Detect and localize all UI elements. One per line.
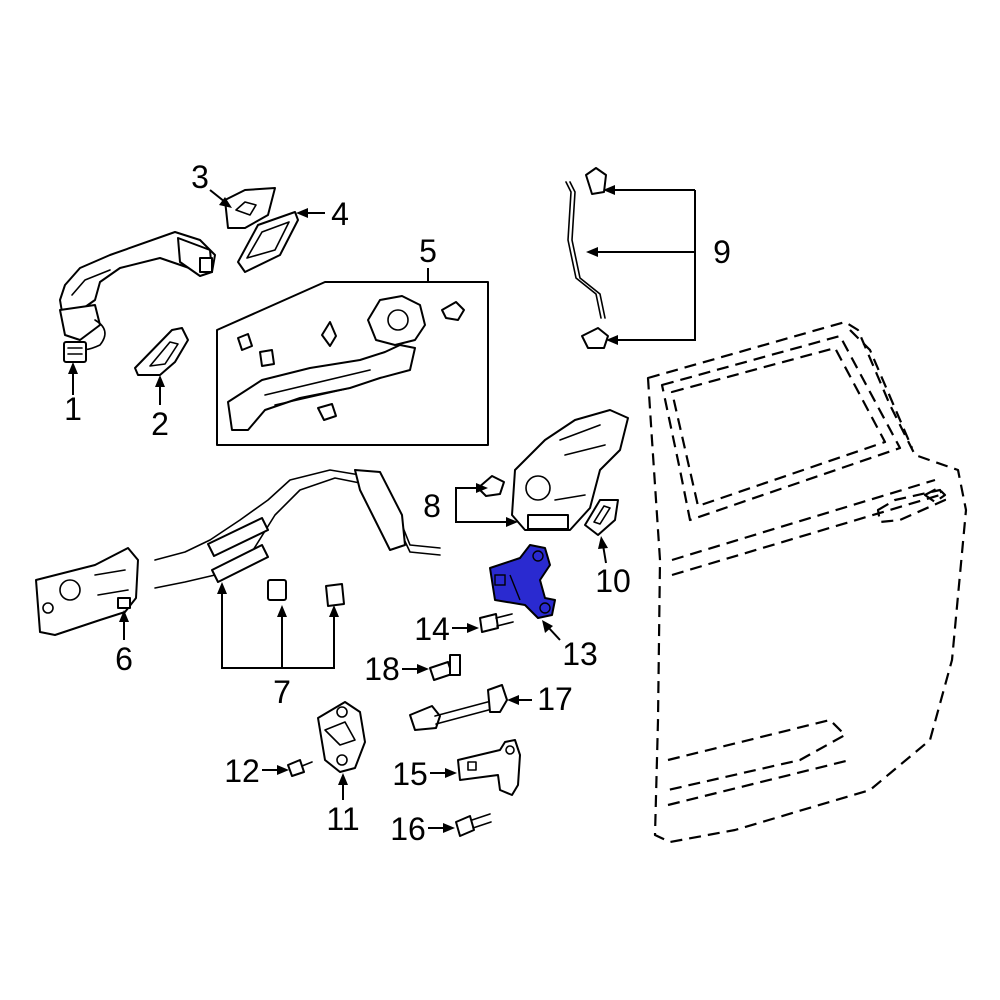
bracket-bolt	[455, 813, 492, 837]
callout-5: 5	[419, 233, 437, 269]
callout-1: 1	[64, 391, 82, 427]
door-lock-actuator	[35, 547, 139, 636]
hinge-bolt	[479, 613, 514, 633]
door-hinge-highlighted	[489, 544, 556, 619]
handle-frame-group	[216, 281, 489, 446]
rear-door-outline	[646, 320, 968, 844]
handle-bezel	[134, 327, 189, 376]
callout-4: 4	[331, 196, 349, 232]
callout-18: 18	[364, 651, 400, 687]
callout-7: 7	[273, 674, 291, 710]
hinge-bracket	[457, 739, 521, 796]
callout-12: 12	[224, 753, 260, 789]
lock-cables	[154, 469, 441, 607]
callout-9: 9	[713, 234, 731, 270]
callout-15: 15	[392, 756, 428, 792]
callout-16: 16	[390, 811, 426, 847]
lock-rod	[565, 167, 609, 349]
door-striker	[317, 701, 366, 773]
callout-labels: 1 2 3 4 5 6 7 8 9 10 11 12 13 14 15 16 1…	[64, 159, 731, 847]
leader-lines	[68, 185, 696, 833]
door-check	[409, 684, 508, 731]
callout-3: 3	[191, 159, 209, 195]
callout-6: 6	[115, 641, 133, 677]
handle-cap	[224, 187, 276, 229]
callout-2: 2	[151, 406, 169, 442]
callout-11: 11	[326, 801, 359, 837]
check-bolt	[429, 654, 461, 681]
outer-door-handle	[59, 231, 216, 363]
latch-button	[584, 499, 619, 536]
handle-gasket	[237, 211, 299, 273]
callout-13: 13	[562, 636, 598, 672]
striker-screw	[287, 759, 313, 777]
door-latch-assembly	[477, 409, 629, 531]
callout-17: 17	[537, 681, 573, 717]
callout-14: 14	[414, 611, 450, 647]
callout-10: 10	[595, 563, 631, 599]
callout-8: 8	[423, 488, 441, 524]
